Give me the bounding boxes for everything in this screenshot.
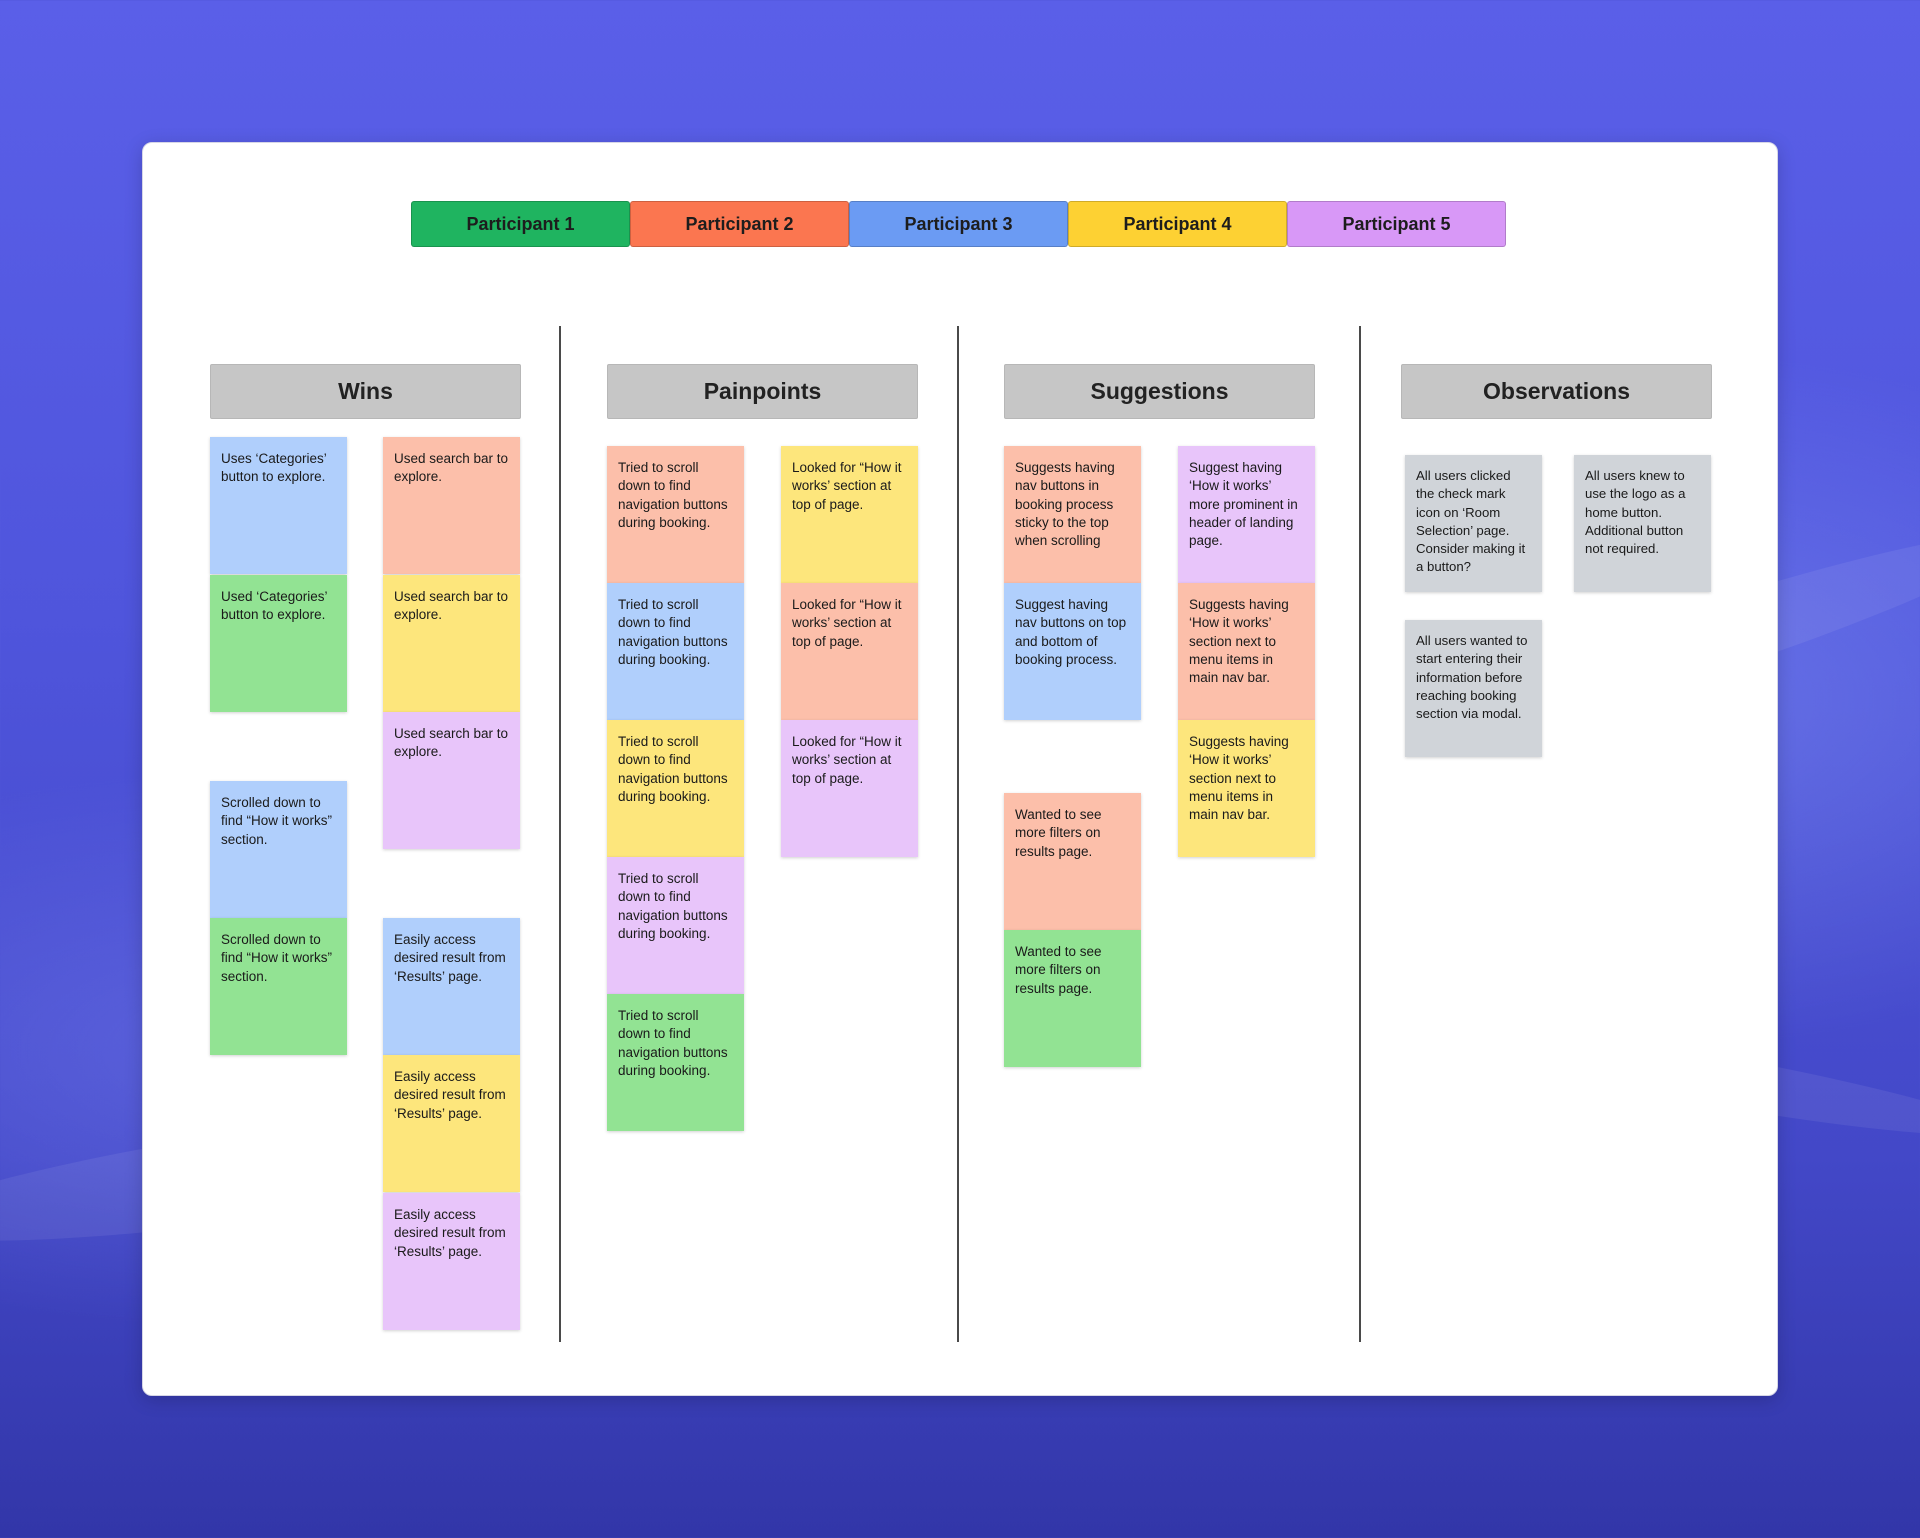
sticky-note[interactable]: Suggests having ‘How it works’ section n… [1178,720,1315,857]
sticky-note[interactable]: Tried to scroll down to find navigation … [607,720,744,857]
participant-legend: Participant 1 Participant 2 Participant … [411,201,1506,247]
sticky-note[interactable]: Looked for “How it works’ section at top… [781,720,918,857]
sticky-note[interactable]: Used search bar to explore. [383,437,520,574]
sticky-note[interactable]: Used search bar to explore. [383,575,520,712]
column-header-painpoints: Painpoints [607,364,918,419]
affinity-board: Participant 1 Participant 2 Participant … [142,142,1778,1396]
sticky-note[interactable]: Used search bar to explore. [383,712,520,849]
sticky-note[interactable]: Tried to scroll down to find navigation … [607,994,744,1131]
sticky-note[interactable]: Tried to scroll down to find navigation … [607,857,744,994]
sticky-note[interactable]: Suggests having ‘How it works’ section n… [1178,583,1315,720]
legend-participant-4: Participant 4 [1068,201,1287,247]
legend-participant-2: Participant 2 [630,201,849,247]
sticky-note[interactable]: Suggests having nav buttons in booking p… [1004,446,1141,583]
sticky-note[interactable]: Wanted to see more filters on results pa… [1004,793,1141,930]
sticky-note[interactable]: All users clicked the check mark icon on… [1405,455,1542,592]
sticky-note[interactable]: Looked for “How it works’ section at top… [781,583,918,720]
legend-participant-1: Participant 1 [411,201,630,247]
column-divider [1359,326,1361,1342]
sticky-note[interactable]: Scrolled down to find “How it works” sec… [210,918,347,1055]
sticky-note[interactable]: Easily access desired result from ‘Resul… [383,918,520,1055]
sticky-note[interactable]: Tried to scroll down to find navigation … [607,583,744,720]
sticky-note[interactable]: Wanted to see more filters on results pa… [1004,930,1141,1067]
sticky-note[interactable]: Suggest having ‘How it works’ more promi… [1178,446,1315,583]
sticky-note[interactable]: Looked for “How it works’ section at top… [781,446,918,583]
sticky-note[interactable]: Easily access desired result from ‘Resul… [383,1193,520,1330]
sticky-note[interactable]: Scrolled down to find “How it works” sec… [210,781,347,918]
sticky-note[interactable]: Uses ‘Categories’ button to explore. [210,437,347,574]
legend-participant-3: Participant 3 [849,201,1068,247]
column-header-observations: Observations [1401,364,1712,419]
sticky-note[interactable]: All users knew to use the logo as a home… [1574,455,1711,592]
column-header-wins: Wins [210,364,521,419]
sticky-note[interactable]: Suggest having nav buttons on top and bo… [1004,583,1141,720]
column-divider [559,326,561,1342]
legend-participant-5: Participant 5 [1287,201,1506,247]
sticky-note[interactable]: Easily access desired result from ‘Resul… [383,1055,520,1192]
column-header-suggestions: Suggestions [1004,364,1315,419]
column-divider [957,326,959,1342]
sticky-note[interactable]: Used ‘Categories’ button to explore. [210,575,347,712]
sticky-note[interactable]: Tried to scroll down to find navigation … [607,446,744,583]
sticky-note[interactable]: All users wanted to start entering their… [1405,620,1542,757]
